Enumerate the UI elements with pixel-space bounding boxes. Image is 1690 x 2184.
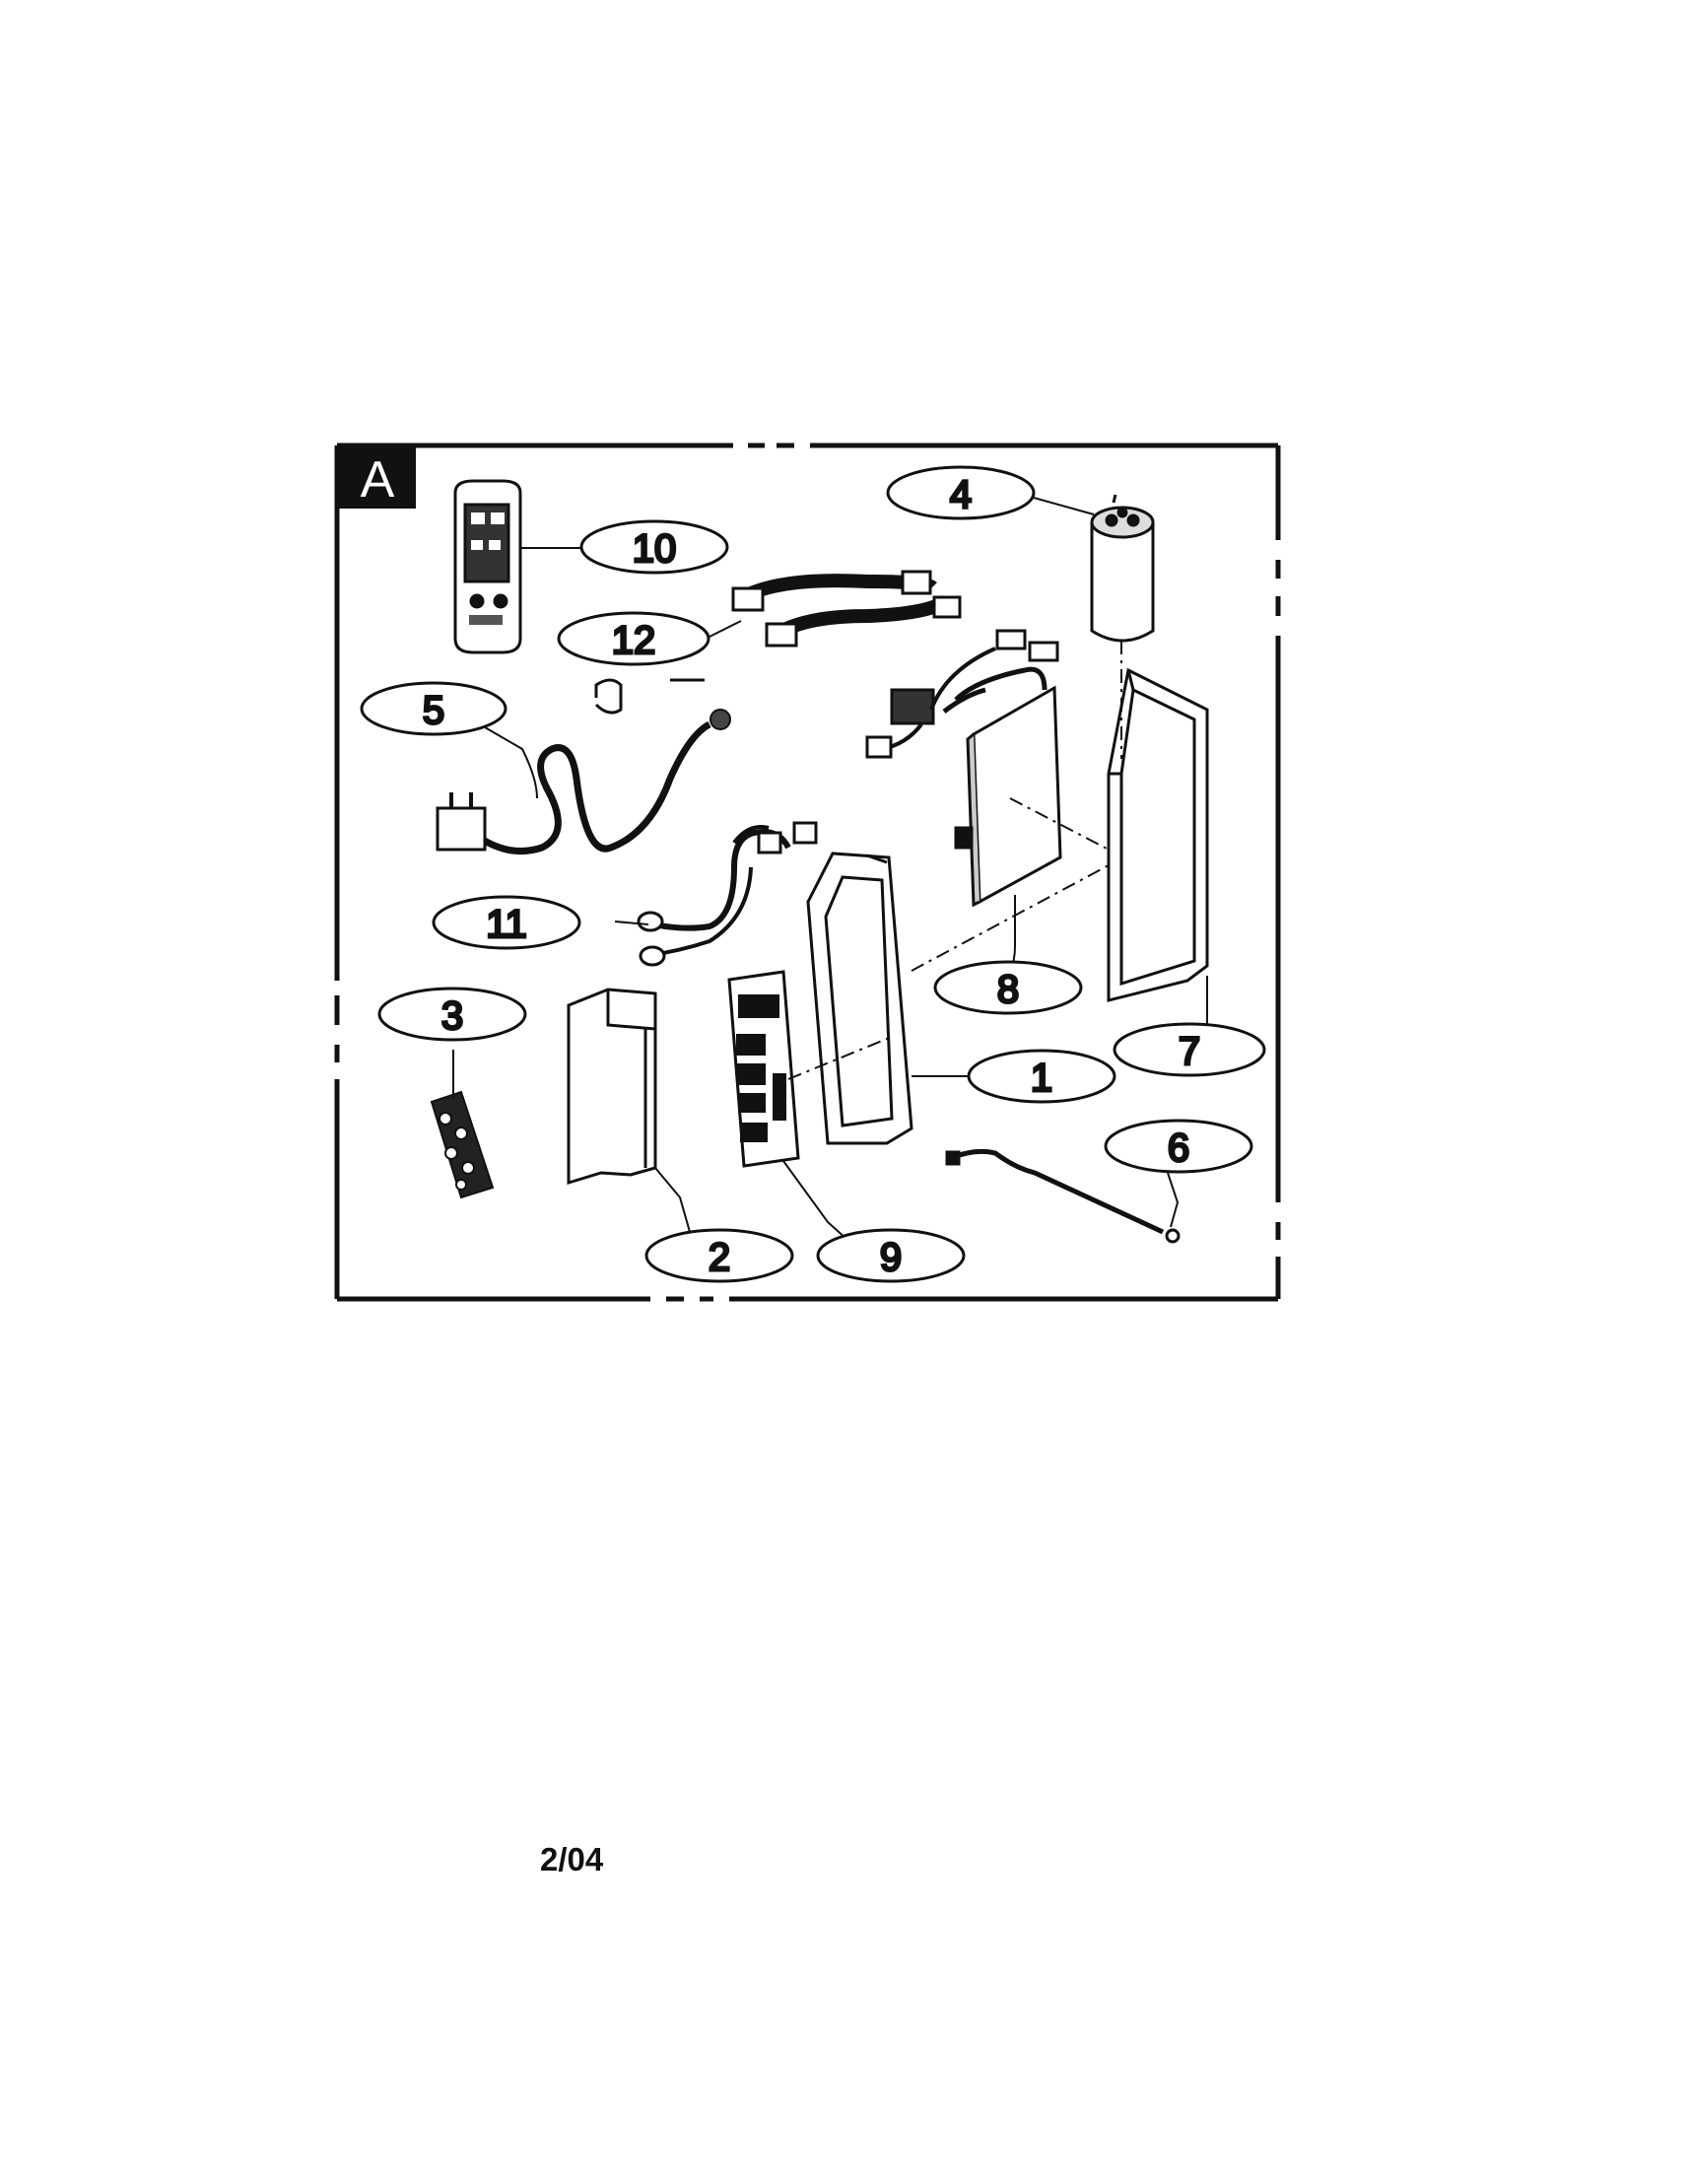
wire-connector-icon [731, 570, 962, 648]
callout-1: 1 [967, 1049, 1116, 1104]
diagram-frame [334, 443, 1281, 1302]
wire-harness-icon [637, 821, 818, 967]
svg-text:4: 4 [950, 473, 972, 516]
callout-8: 8 [933, 960, 1083, 1015]
section-letter: A [361, 451, 395, 509]
main-control-board-icon [865, 629, 1062, 908]
page-footer-date-code: 2/04 [540, 1841, 604, 1877]
display-cover-icon [567, 988, 657, 1186]
svg-text:9: 9 [880, 1236, 902, 1279]
svg-text:5: 5 [423, 689, 444, 732]
electrical-box-icon [1107, 667, 1209, 1002]
alignment-lines [787, 641, 1122, 1080]
svg-text:12: 12 [612, 619, 656, 662]
remote-control-icon [453, 479, 522, 654]
svg-text:2: 2 [709, 1236, 730, 1279]
callout-6: 6 [1104, 1119, 1253, 1174]
callout-12: 12 [557, 611, 710, 666]
callout-9: 9 [816, 1228, 966, 1283]
callout-5: 5 [360, 681, 507, 736]
temperature-sensor-icon [945, 1148, 1181, 1244]
callout-4: 4 [886, 465, 1036, 520]
svg-text:1: 1 [1031, 1057, 1052, 1100]
power-cord-icon [436, 678, 731, 855]
callout-7: 7 [1113, 1022, 1266, 1077]
capacitor-icon [1090, 494, 1155, 643]
svg-text:8: 8 [997, 968, 1019, 1011]
callout-10: 10 [579, 519, 729, 575]
section-badge: A [339, 447, 416, 509]
mounting-bracket-icon [806, 852, 913, 1145]
callout-2: 2 [644, 1228, 794, 1283]
control-panel-label-icon [430, 1090, 495, 1199]
svg-text:10: 10 [633, 527, 677, 571]
callout-3: 3 [377, 987, 527, 1042]
svg-text:6: 6 [1168, 1126, 1189, 1170]
display-board-icon [727, 970, 800, 1168]
svg-text:7: 7 [1179, 1030, 1200, 1073]
callout-11: 11 [432, 895, 581, 950]
callouts: 10 12 4 5 11 3 8 7 [360, 465, 1266, 1283]
svg-text:3: 3 [441, 994, 463, 1038]
svg-text:11: 11 [486, 903, 527, 946]
